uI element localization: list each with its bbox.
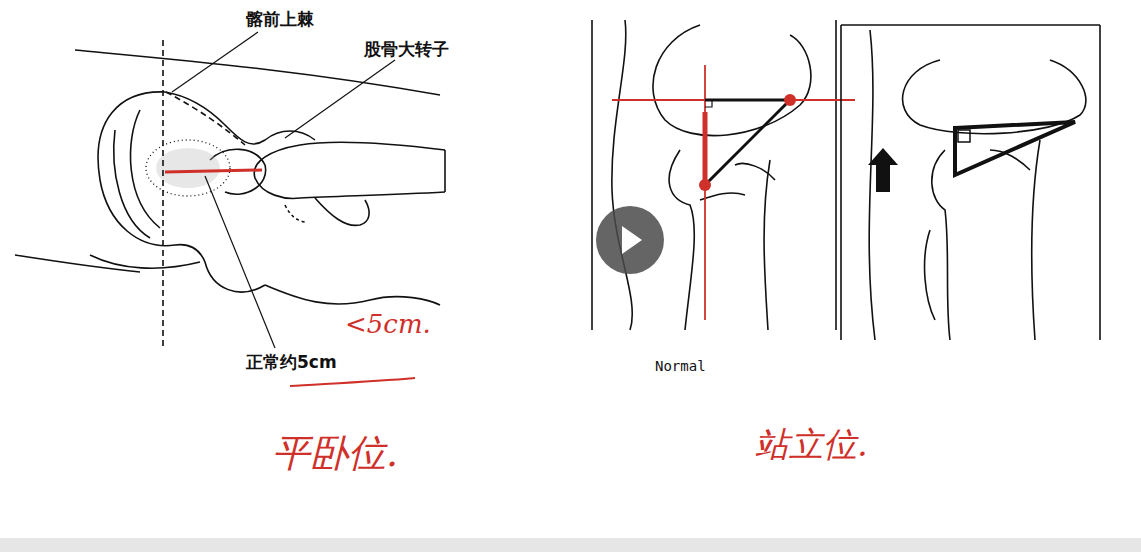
handwritten-note: 站立位.	[755, 425, 868, 464]
caption-label: Normal	[655, 358, 706, 374]
handwritten-note: 平卧位.	[272, 432, 398, 476]
part-label: 髂前上棘	[246, 10, 314, 30]
part-label: 股骨大转子	[364, 40, 449, 60]
dimension-label: 正常约5cm	[246, 353, 337, 373]
handwritten-note: <5cm.	[345, 310, 431, 340]
